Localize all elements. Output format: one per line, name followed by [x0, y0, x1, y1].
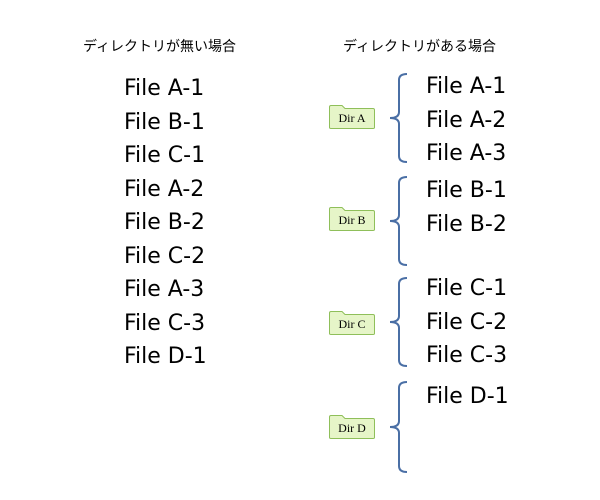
flat-file-item: File C-3: [124, 310, 206, 336]
folder-label: Dir D: [338, 421, 366, 435]
directory-group-c: Dir C File C-1 File C-2 File C-3: [0, 272, 600, 368]
directory-group-b: Dir B File B-1 File B-2: [0, 174, 600, 270]
folder-icon: [329, 311, 375, 335]
group-brace: [389, 381, 408, 473]
group-file-item: File B-2: [426, 211, 507, 237]
flat-file-item: File C-1: [124, 143, 206, 168]
group-file-item: File A-3: [426, 141, 507, 166]
folder-label: Dir A: [338, 111, 366, 125]
flat-file-list: File A-1 File B-1 File C-1 File A-2 File…: [124, 72, 207, 374]
group-file-item: File D-1: [426, 384, 509, 409]
folder-icon: [329, 207, 375, 231]
folder-icon-dir-b: Dir B: [328, 206, 376, 232]
flat-file-item: File B-1: [124, 109, 205, 135]
folder-label: Dir B: [338, 213, 366, 227]
group-file-item: File B-1: [426, 178, 507, 203]
folder-icon-dir-a: Dir A: [328, 104, 376, 130]
folder-icon-dir-c: Dir C: [328, 310, 376, 336]
folder-icon-dir-d: Dir D: [328, 414, 376, 440]
group-file-item: File C-1: [426, 276, 508, 301]
group-brace: [389, 277, 408, 367]
with-directory-heading: ディレクトリがある場合: [343, 39, 497, 55]
without-directory-heading: ディレクトリが無い場合: [83, 39, 237, 55]
flat-file-item: File A-1: [124, 76, 205, 101]
group-file-item: File A-1: [426, 74, 507, 99]
directory-group-a: Dir A File A-1 File A-2 File A-3: [0, 70, 600, 166]
flat-file-item: File B-2: [124, 210, 205, 235]
folder-icon: [329, 105, 375, 129]
group-file-item: File A-2: [426, 107, 507, 133]
folder-icon: [329, 415, 375, 439]
group-brace: [389, 73, 408, 163]
flat-file-item: File C-2: [124, 243, 206, 269]
flat-file-item: File D-1: [124, 344, 207, 369]
flat-file-item: File A-3: [124, 277, 205, 302]
group-file-item: File C-2: [426, 309, 508, 335]
group-brace: [389, 176, 408, 266]
group-file-item: File C-3: [426, 343, 508, 368]
directory-group-d: Dir D File D-1: [0, 380, 600, 476]
folder-label: Dir C: [338, 317, 366, 331]
flat-file-item: File A-2: [124, 176, 205, 202]
